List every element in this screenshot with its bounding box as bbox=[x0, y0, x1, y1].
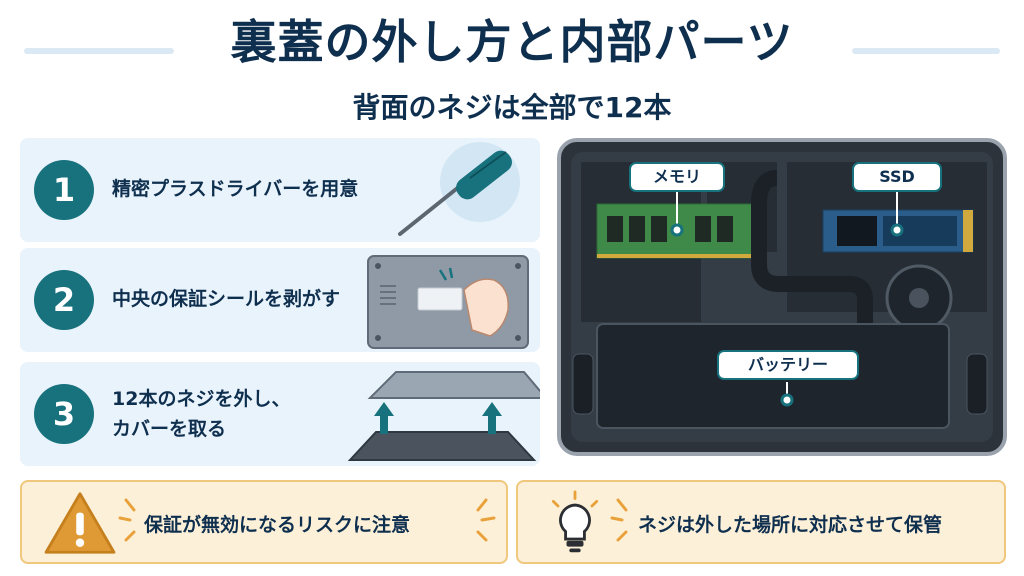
step-2-text: 中央の保証シールを剥がす bbox=[112, 288, 341, 310]
laptop-internals-diagram bbox=[557, 138, 1007, 456]
page-title: 裏蓋の外し方と内部パーツ bbox=[230, 15, 794, 69]
cover-removal-icon bbox=[347, 371, 540, 461]
lightbulb-icon bbox=[551, 490, 599, 553]
warning-text: 保証が無効になるリスクに注意 bbox=[144, 514, 411, 536]
emphasis-marks-icon bbox=[118, 498, 496, 542]
step-1-number: 1 bbox=[34, 160, 94, 220]
memory-label: メモリ bbox=[629, 162, 725, 192]
step-3-text-line2: カバーを取る bbox=[112, 418, 227, 440]
ssd-label: SSD bbox=[852, 162, 942, 192]
page-subtitle: 背面のネジは全部で12本 bbox=[352, 91, 672, 124]
step-1-card: 1 精密プラスドライバーを用意 bbox=[20, 138, 540, 242]
screwdriver-icon bbox=[398, 142, 520, 236]
step-1-text: 精密プラスドライバーを用意 bbox=[112, 178, 359, 200]
step-2-number: 2 bbox=[34, 270, 94, 330]
step-3-text-line1: 12本のネジを外し、 bbox=[112, 388, 291, 410]
peel-sticker-icon bbox=[367, 255, 529, 349]
title-decor-right bbox=[852, 48, 1000, 54]
warning-icon bbox=[44, 492, 116, 554]
battery-label: バッテリー bbox=[717, 350, 859, 380]
step-3-number: 3 bbox=[34, 384, 94, 444]
emphasis-marks-icon-right bbox=[610, 498, 628, 542]
title-decor-left bbox=[24, 48, 174, 54]
tip-note: ネジは外した場所に対応させて保管 bbox=[516, 480, 1006, 564]
step-2-card: 2 中央の保証シールを剥がす bbox=[20, 248, 540, 352]
warning-note: 保証が無効になるリスクに注意 bbox=[20, 480, 508, 564]
tip-text: ネジは外した場所に対応させて保管 bbox=[638, 514, 943, 536]
step-3-card: 3 12本のネジを外し、 カバーを取る bbox=[20, 362, 540, 466]
